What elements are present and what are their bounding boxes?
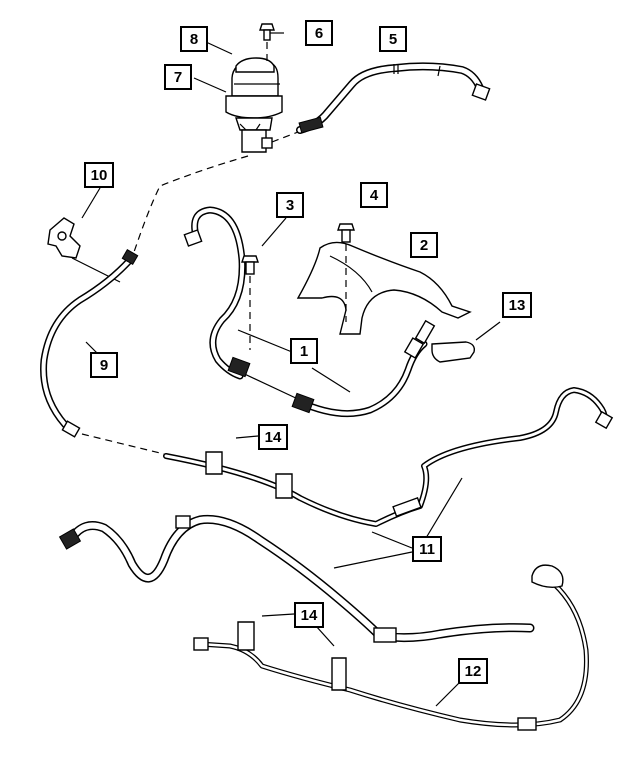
callout-2: 2 xyxy=(410,232,438,258)
hose-3 xyxy=(183,206,246,380)
bolt-6 xyxy=(259,23,275,64)
bolt-3 xyxy=(241,255,259,350)
callout-4: 4 xyxy=(360,182,388,208)
hose-1 xyxy=(227,319,436,418)
callout-14-lower: 14 xyxy=(294,602,324,628)
bolt-4 xyxy=(337,223,355,322)
hose-5 xyxy=(271,62,491,143)
callout-5: 5 xyxy=(379,26,407,52)
callout-14-upper: 14 xyxy=(258,424,288,450)
callout-3: 3 xyxy=(276,192,304,218)
bracket-10 xyxy=(47,217,121,283)
shield-2 xyxy=(296,241,472,335)
reservoir-assembly xyxy=(225,57,283,153)
callout-11: 11 xyxy=(412,536,442,562)
clip-13 xyxy=(431,321,501,363)
hose-12 xyxy=(193,564,589,731)
callout-7: 7 xyxy=(164,64,192,90)
callout-1: 1 xyxy=(290,338,318,364)
callout-9: 9 xyxy=(90,352,118,378)
callout-6: 6 xyxy=(305,20,333,46)
tube-11-upper xyxy=(163,387,614,527)
callout-13: 13 xyxy=(502,292,532,318)
callout-10: 10 xyxy=(84,162,114,188)
callout-8: 8 xyxy=(180,26,208,52)
callout-12: 12 xyxy=(458,658,488,684)
leader-lines xyxy=(81,32,463,707)
hose-9 xyxy=(40,155,249,455)
hose-11-lower xyxy=(58,514,535,643)
